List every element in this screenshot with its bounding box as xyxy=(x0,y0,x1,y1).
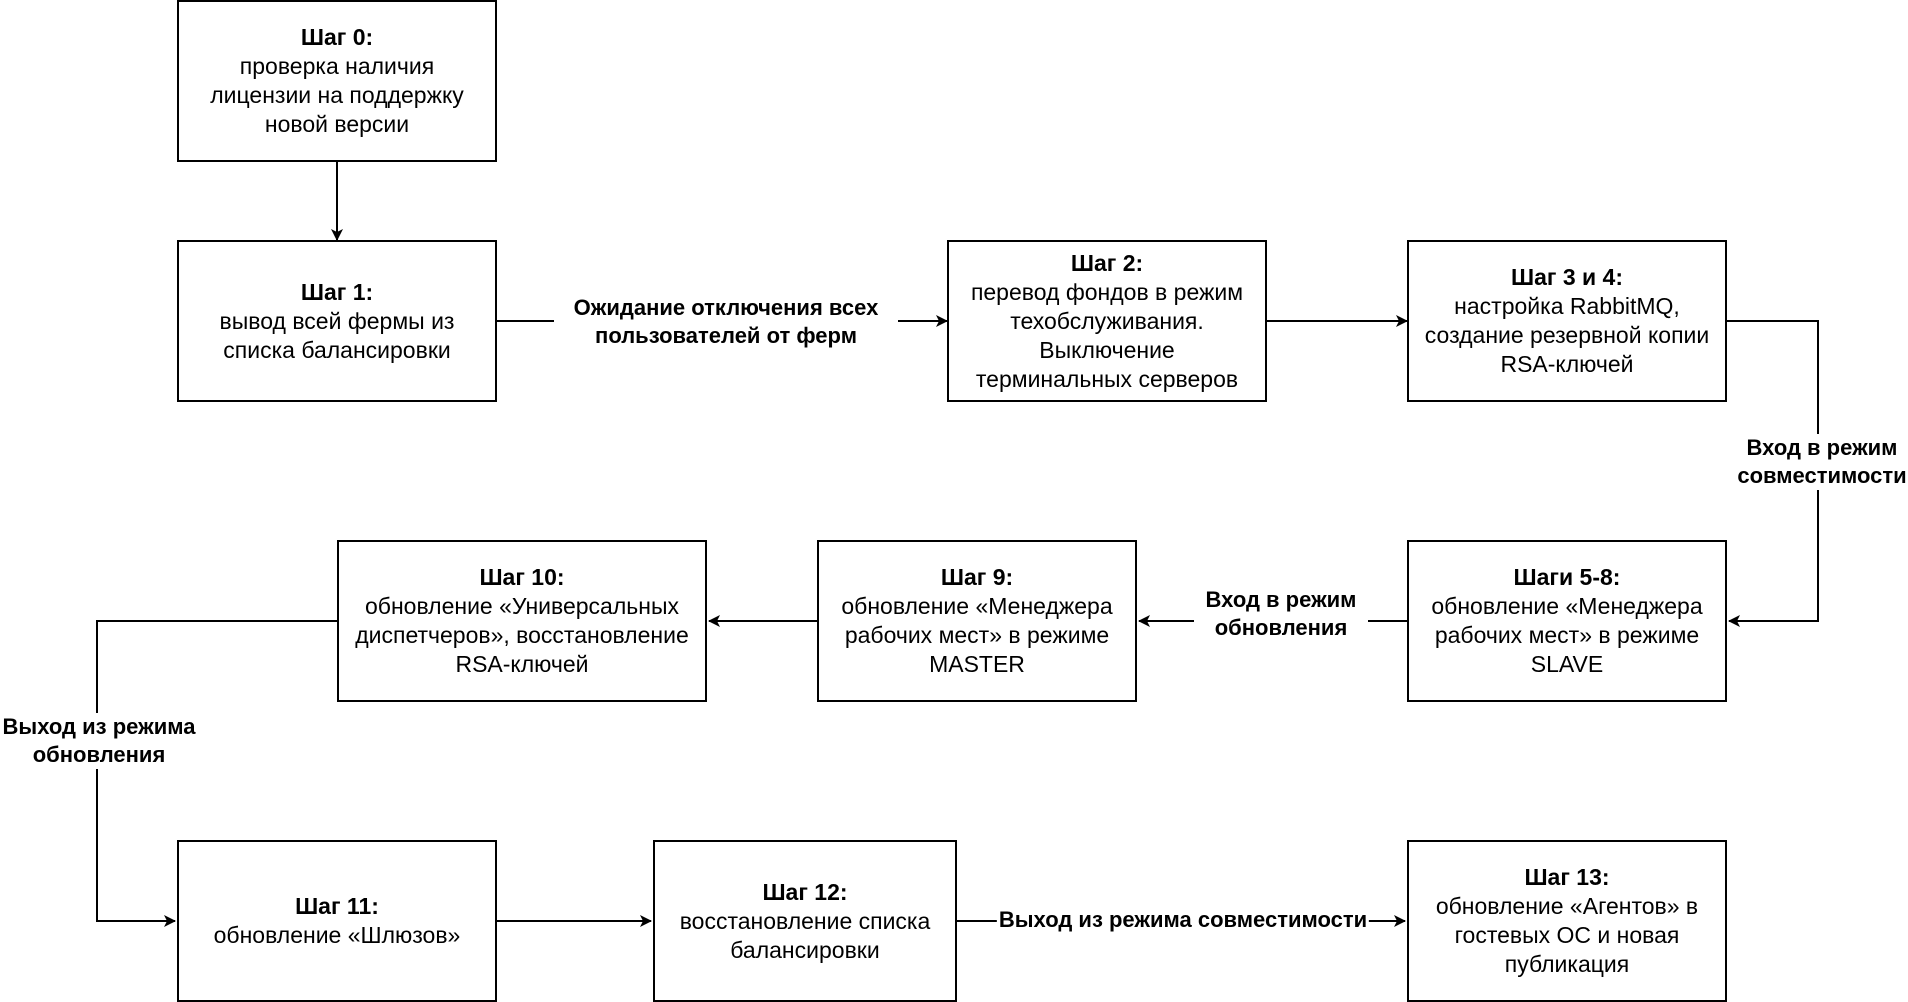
step-text: восстановление списка балансировки xyxy=(679,907,931,963)
edge-label-enter-compat: Вход в режим совместимости xyxy=(1735,434,1908,490)
step-text: обновление «Менеджера рабочих мест» в ре… xyxy=(1431,593,1703,677)
step-9-box: Шаг 9: обновление «Менеджера рабочих мес… xyxy=(817,540,1137,702)
step-title: Шаг 3 и 4: xyxy=(1510,264,1624,290)
arrow-step10-step11 xyxy=(96,620,337,927)
step-text: перевод фондов в режим техобслуживания. … xyxy=(970,278,1244,392)
step-1-box: Шаг 1: вывод всей фермы из списка баланс… xyxy=(177,240,497,402)
step-5-8-box: Шаги 5-8: обновление «Менеджера рабочих … xyxy=(1407,540,1727,702)
step-text: обновление «Менеджера рабочих мест» в ре… xyxy=(841,593,1113,677)
step-3-box: Шаг 3 и 4: настройка RabbitMQ, создание … xyxy=(1407,240,1727,402)
step-title: Шаг 10: xyxy=(479,564,565,590)
step-title: Шаг 1: xyxy=(300,278,374,305)
edge-label-exit-update: Выход из режима обновления xyxy=(0,713,199,769)
step-text: проверка наличия лицензии на поддержку н… xyxy=(210,53,464,137)
step-title: Шаг 0: xyxy=(300,24,374,50)
edge-label-enter-update: Вход в режим обновления xyxy=(1194,586,1368,642)
step-title: Шаг 9: xyxy=(940,564,1014,590)
edge-label-exit-compat: Выход из режима совместимости xyxy=(996,906,1370,934)
step-title: Шаг 12: xyxy=(762,878,848,905)
step-title: Шаги 5-8: xyxy=(1513,564,1621,590)
step-title: Шаг 2: xyxy=(1070,249,1144,276)
step-0-box: Шаг 0: проверка наличия лицензии на подд… xyxy=(177,0,497,162)
step-12-box: Шаг 12: восстановление списка балансиров… xyxy=(653,840,957,1002)
step-10-box: Шаг 10: обновление «Универсальных диспет… xyxy=(337,540,707,702)
step-text: обновление «Агентов» в гостевых ОС и нов… xyxy=(1435,893,1699,977)
step-title: Шаг 11: xyxy=(295,893,379,919)
step-text: обновление «Универсальных диспетчеров», … xyxy=(355,593,689,677)
step-11-box: Шаг 11: обновление «Шлюзов» xyxy=(177,840,497,1002)
step-text: настройка RabbitMQ, создание резервной к… xyxy=(1424,293,1710,377)
edge-label-wait-users: Ожидание отключения всех пользователей о… xyxy=(554,294,898,350)
step-13-box: Шаг 13: обновление «Агентов» в гостевых … xyxy=(1407,840,1727,1002)
step-title: Шаг 13: xyxy=(1524,864,1610,890)
step-2-box: Шаг 2: перевод фондов в режим техобслужи… xyxy=(947,240,1267,402)
step-text: обновление «Шлюзов» xyxy=(213,922,461,948)
step-text: вывод всей фермы из списка балансировки xyxy=(219,307,455,363)
